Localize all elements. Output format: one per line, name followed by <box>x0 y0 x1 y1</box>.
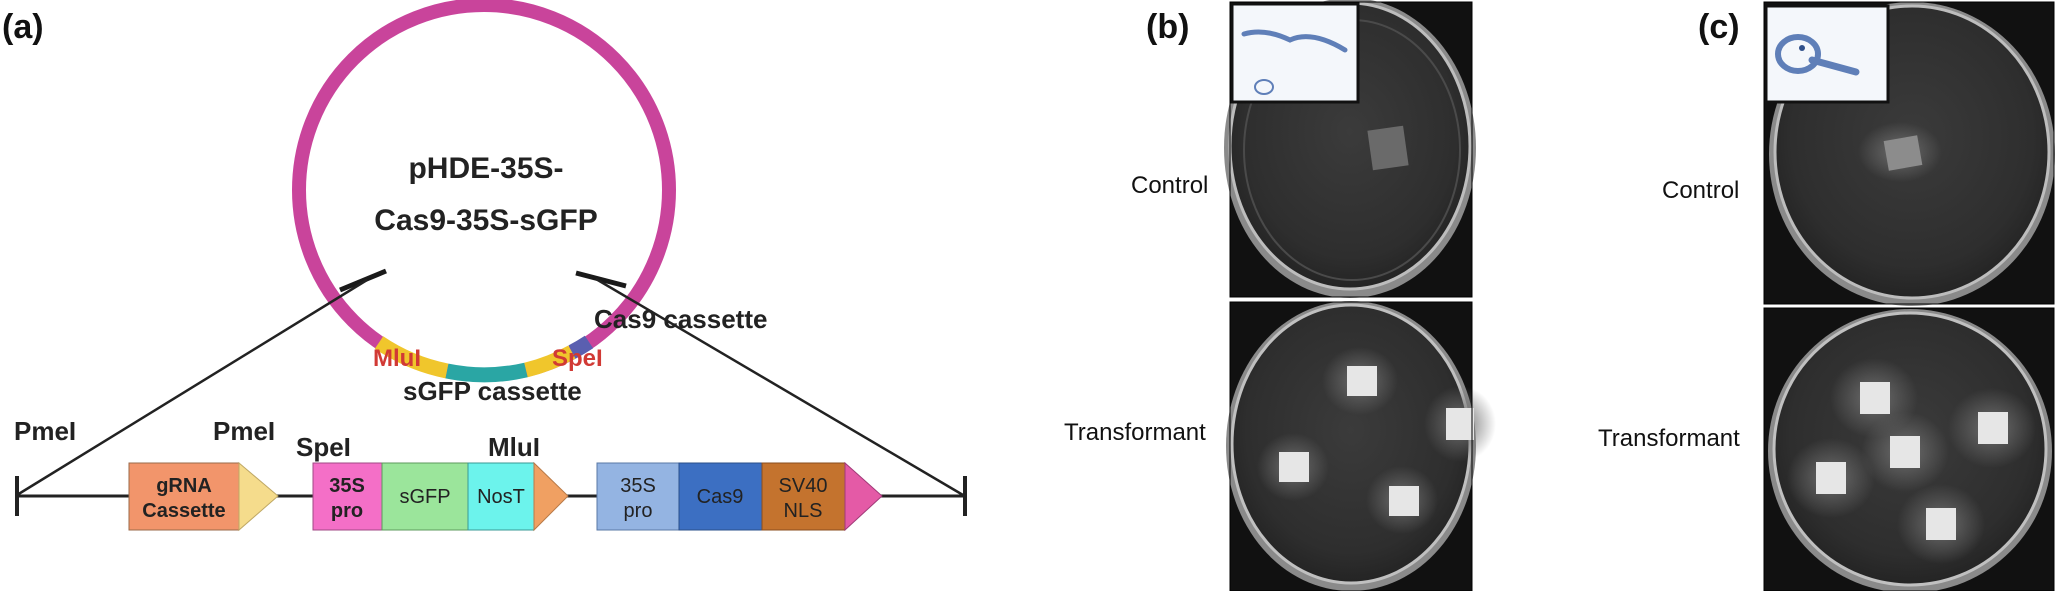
plasmid-segment-sgfp <box>445 362 528 383</box>
plasmid-label-mlui: MluI <box>373 345 421 372</box>
expansion-line-left <box>16 278 368 497</box>
promoter-35s-a-box <box>312 462 383 531</box>
plasmid-segment-yellow-left <box>374 336 449 379</box>
construct-label-pmei-inner: PmeI <box>213 416 275 446</box>
panel-label-b: (b) <box>1146 8 1189 46</box>
pmei-cut-mark-left <box>339 268 387 293</box>
sgfp-label: sGFP <box>399 486 450 508</box>
sgfp-box <box>381 462 469 531</box>
promoter-35s-b-label-l2: pro <box>624 500 653 522</box>
plate-label-transformant-c: Transformant <box>1598 425 1740 452</box>
construct-label-mlui: MluI <box>488 432 540 462</box>
construct-label-spei: SpeI <box>296 432 351 462</box>
grna-cassette-arrow <box>238 461 279 532</box>
plasmid-segment-yellow-right <box>524 345 576 378</box>
promoter-35s-a-label-l1: 35S <box>329 475 365 497</box>
panel-label-c: (c) <box>1698 8 1740 46</box>
plate-label-transformant-b: Transformant <box>1064 419 1206 446</box>
plasmid-label-cas9-cassette: Cas9 cassette <box>594 304 767 334</box>
grna-cassette-box <box>128 462 240 531</box>
promoter-35s-b-box <box>596 462 680 531</box>
cas9-label: Cas9 <box>697 486 744 508</box>
plate-label-control-b: Control <box>1131 172 1208 199</box>
nost-label: NosT <box>477 486 525 508</box>
nost-arrow <box>533 461 569 532</box>
promoter-35s-b-label-l1: 35S <box>620 475 656 497</box>
plasmid-name-line2: Cas9-35S-sGFP <box>374 204 597 237</box>
sv40-nls-arrow <box>844 461 883 532</box>
plate-photo-transformant-c <box>1763 307 2055 591</box>
grna-cassette-label-l1: gRNA <box>156 475 212 497</box>
plasmid-segment-cas9 <box>568 335 594 359</box>
construct-label-pmei-left: PmeI <box>14 416 76 446</box>
microscopy-inset-c <box>1764 4 1890 104</box>
sv40-nls-label-l1: SV40 <box>779 475 828 497</box>
plate-photo-transformant-b <box>1226 301 1496 591</box>
plasmid-label-sgfp-cassette: sGFP cassette <box>403 376 582 406</box>
panel-label-a: (a) <box>2 8 44 46</box>
plate-label-control-c: Control <box>1662 177 1739 204</box>
nost-box <box>467 462 535 531</box>
pmei-cut-mark-right <box>575 270 627 289</box>
grna-cassette-label-l2: Cassette <box>142 500 225 522</box>
plasmid-label-spei: SpeI <box>552 345 603 372</box>
microscopy-inset-b <box>1230 2 1360 104</box>
sv40-nls-label-l2: NLS <box>784 500 823 522</box>
expansion-line-right <box>595 277 964 497</box>
plasmid-name-line1: pHDE-35S- <box>408 152 563 185</box>
cas9-box <box>678 462 763 531</box>
promoter-35s-a-label-l2: pro <box>331 500 363 522</box>
